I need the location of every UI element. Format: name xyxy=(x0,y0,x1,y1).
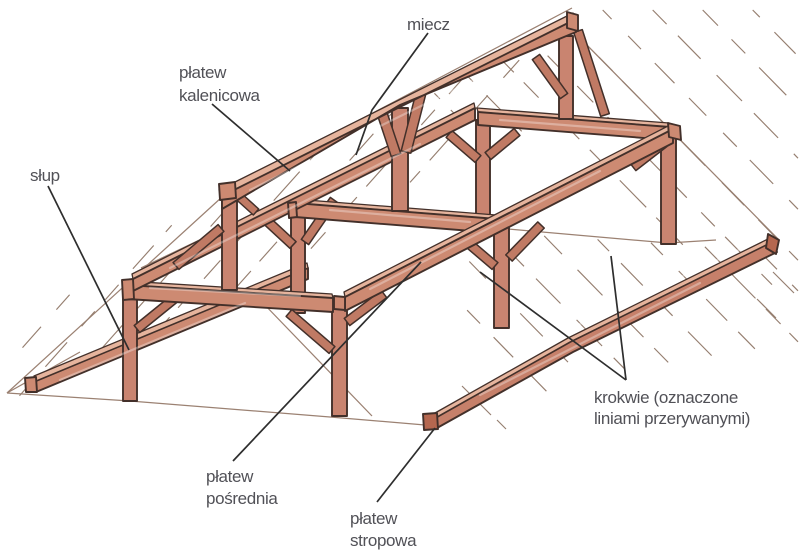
svg-text:pośrednia: pośrednia xyxy=(206,489,278,508)
svg-text:płatew: płatew xyxy=(179,63,227,82)
svg-text:kalenicowa: kalenicowa xyxy=(179,86,260,105)
svg-text:płatew: płatew xyxy=(350,509,398,528)
svg-text:płatew: płatew xyxy=(206,467,254,486)
svg-text:krokwie (oznaczone: krokwie (oznaczone xyxy=(594,388,738,407)
svg-text:słup: słup xyxy=(30,166,60,185)
svg-text:stropowa: stropowa xyxy=(350,531,417,550)
svg-text:miecz: miecz xyxy=(407,15,450,34)
svg-text:liniami przerywanymi): liniami przerywanymi) xyxy=(594,409,750,428)
